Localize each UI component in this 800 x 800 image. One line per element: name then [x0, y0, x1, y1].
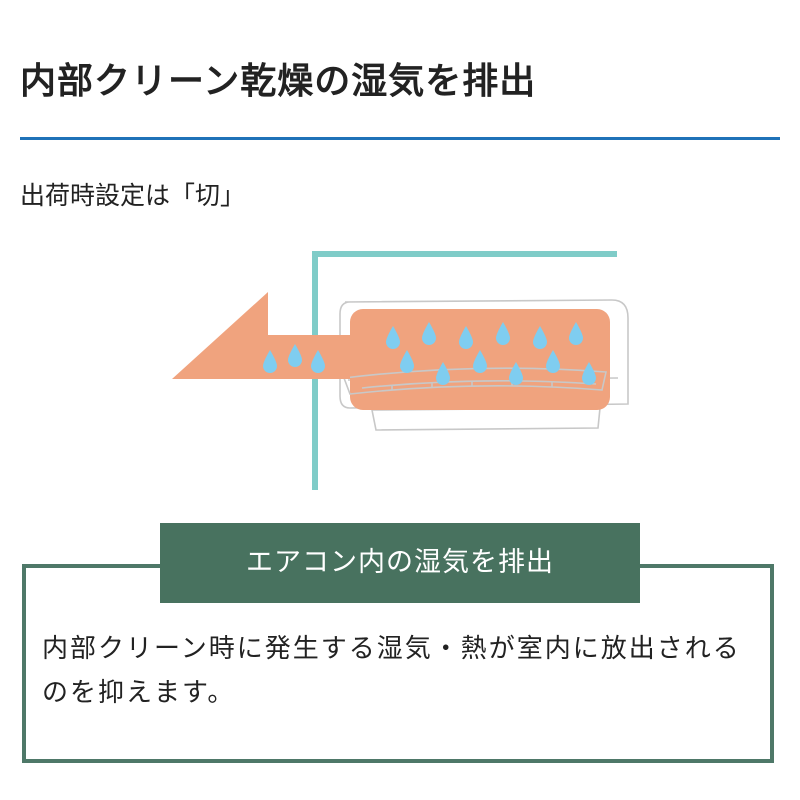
title-divider: [20, 137, 780, 140]
page-title: 内部クリーン乾燥の湿気を排出: [20, 61, 537, 102]
factory-setting-text: 出荷時設定は「切」: [20, 181, 246, 210]
info-box-label: エアコン内の湿気を排出: [160, 523, 640, 603]
info-box-description: 内部クリーン時に発生する湿気・熱が室内に放出されるのを抑えます。: [42, 634, 741, 708]
left-arrow-icon: [172, 292, 350, 379]
moisture-exhaust-illustration: [172, 251, 629, 490]
wall-icon: [312, 251, 617, 490]
water-drop-icon: [263, 322, 596, 385]
